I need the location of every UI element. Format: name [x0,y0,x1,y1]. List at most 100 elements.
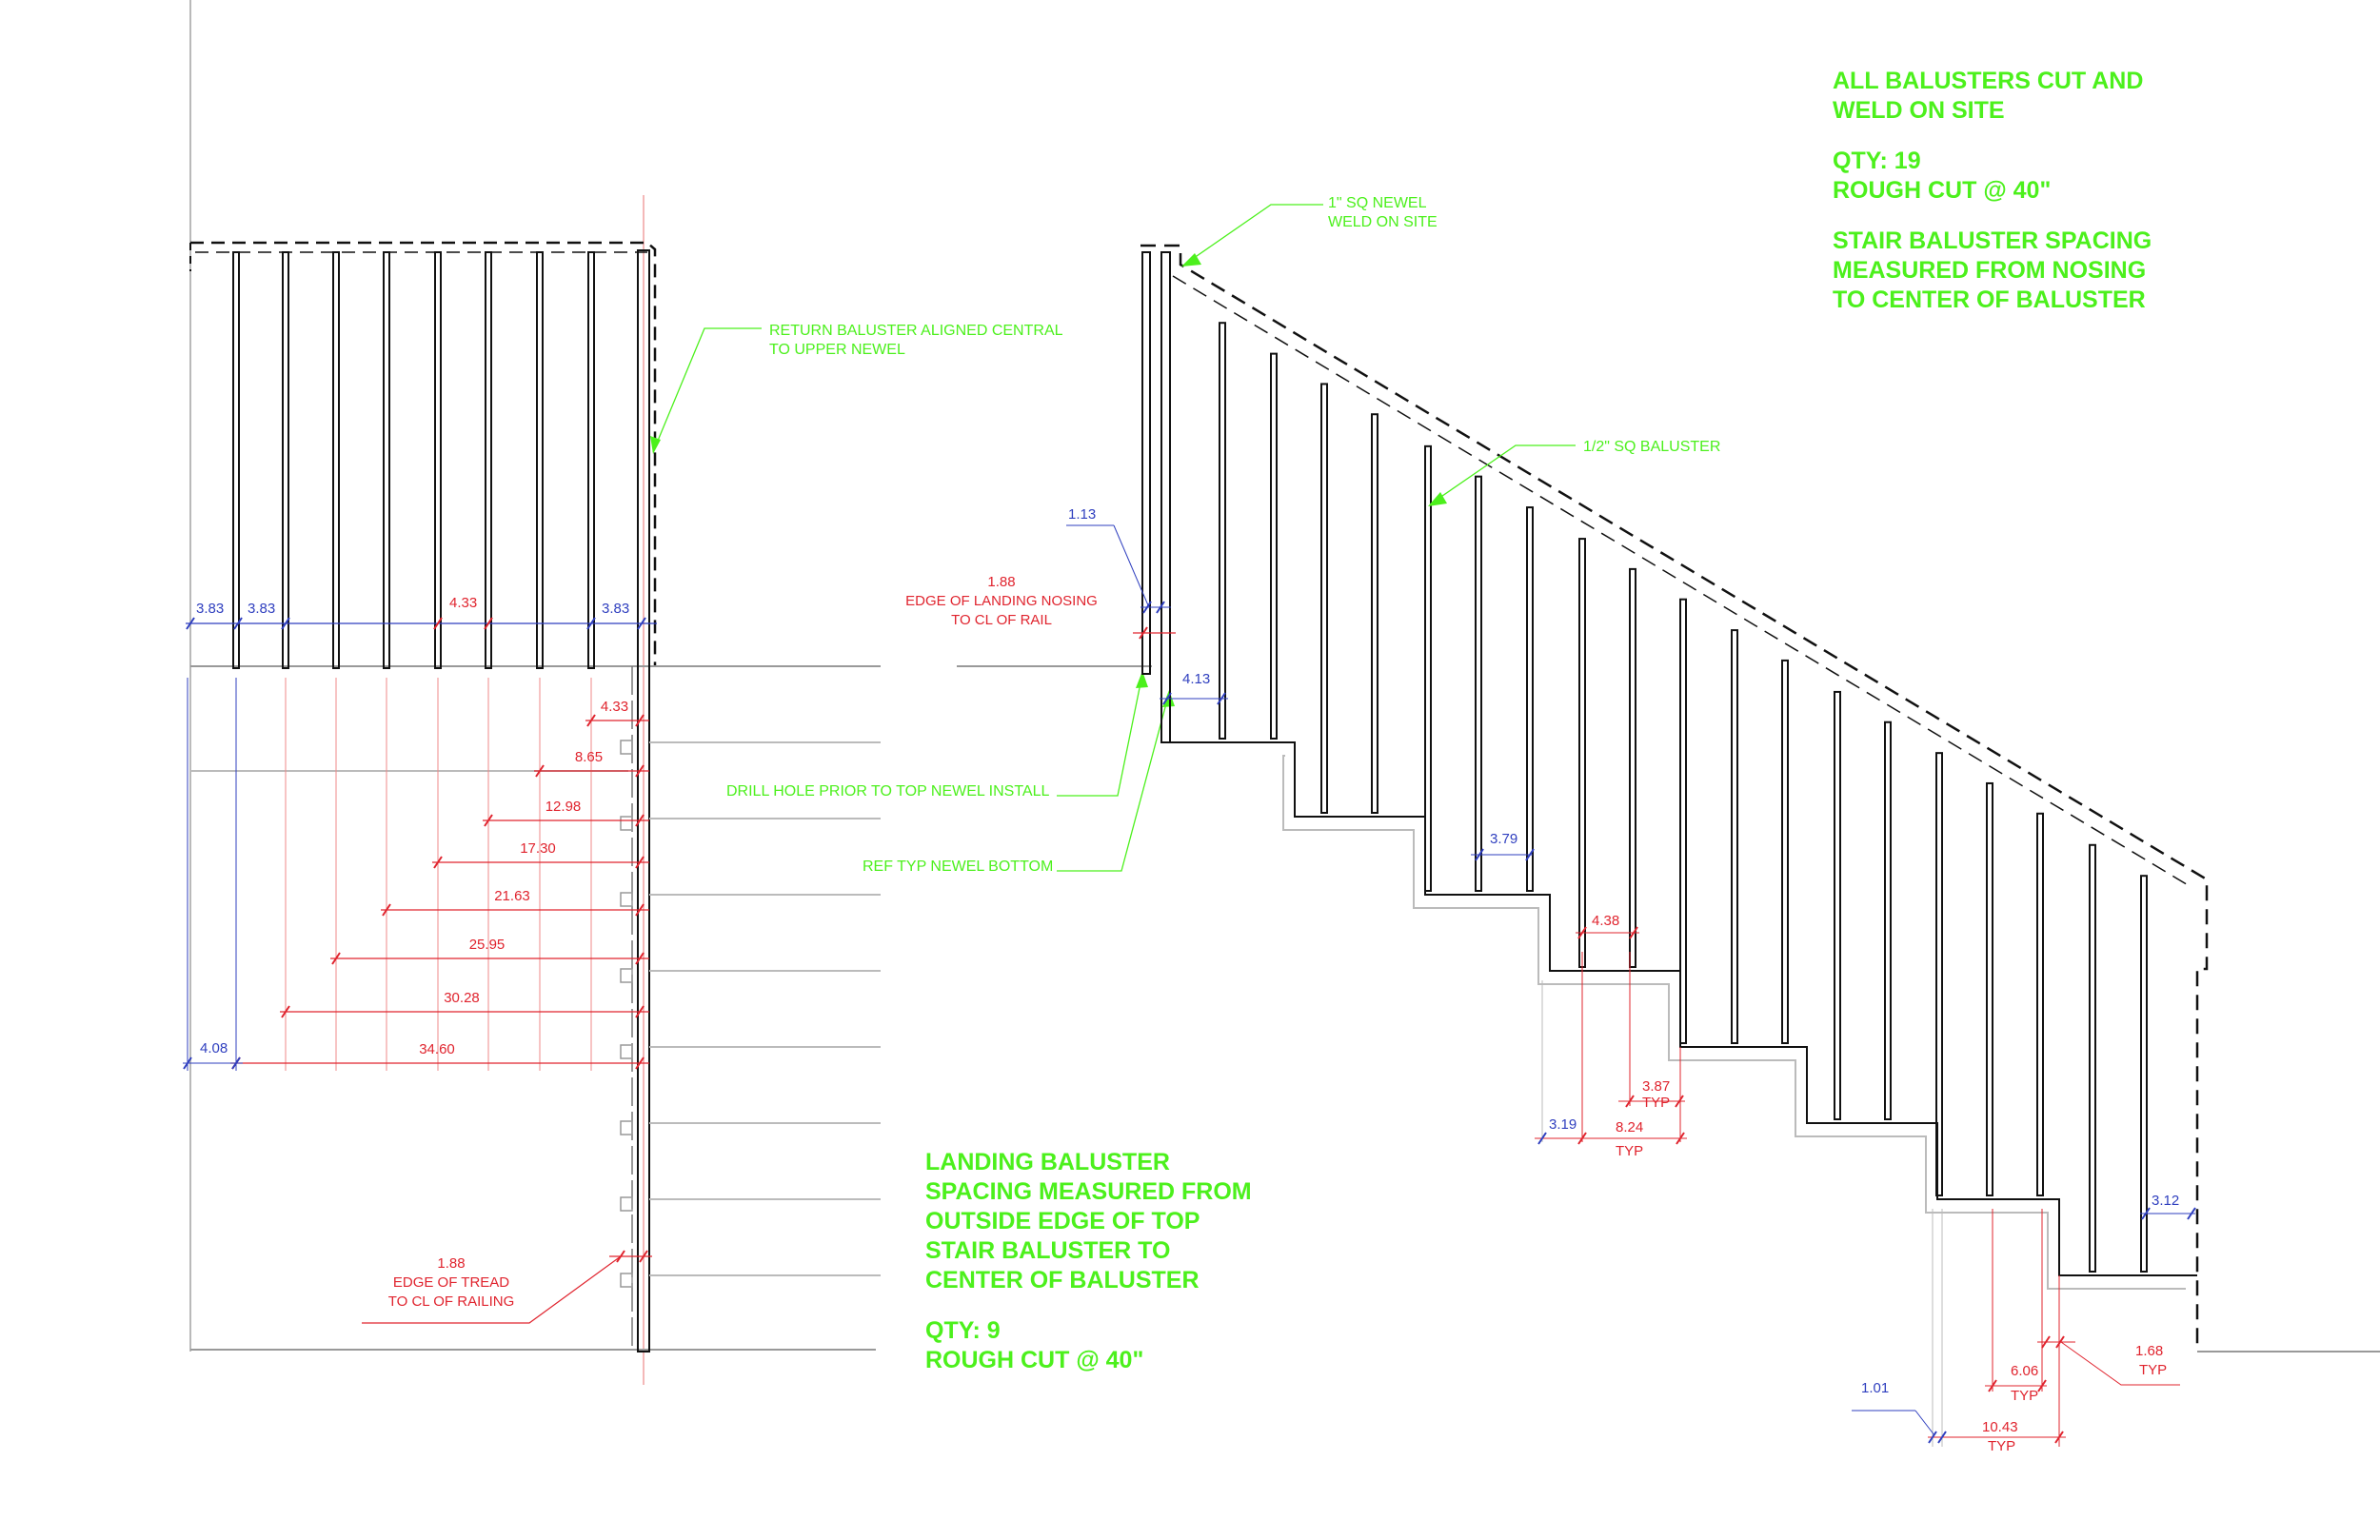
dim-tick [1675,1095,1684,1108]
note-qty: QTY: 9 [925,1317,1001,1344]
stair-baluster [1320,383,1328,814]
dim-tick [1629,926,1638,939]
stair-baluster [1986,781,1993,1197]
newel-offset-dimension: 1.13 [1066,506,1171,614]
dim-tick [1988,1379,1997,1392]
landing-baluster [587,251,595,669]
tread-stubs [620,740,881,1288]
dim-label: 4.13 [1182,671,1210,687]
dim-tick [586,714,596,727]
dim-label: 17.30 [520,840,556,857]
landing-baluster [282,251,289,669]
dim-tick [2041,1335,2051,1349]
dim-label: 4.33 [601,699,628,715]
dim-tick [535,764,545,778]
note-line: OUTSIDE EDGE OF TOP [925,1208,1200,1234]
dim-tick [635,714,645,727]
landing-side-dimension: 4.08 [183,678,243,1071]
dim-label: 1.68 [2135,1343,2163,1359]
dim-label: TO CL OF RAILING [388,1293,515,1310]
landing-newel-post [637,249,650,1352]
note-line: STAIR BALUSTER TO [925,1237,1171,1264]
dim-label: 3.83 [196,601,224,617]
dim-tick [1577,1132,1587,1145]
dim-tick [635,764,645,778]
callout-text: REF TYP NEWEL BOTTOM [863,859,1053,875]
stair-baluster [1679,598,1687,1044]
dim-tick [1156,601,1165,614]
dim-label: 12.98 [545,799,582,815]
stair-baluster [1475,475,1482,892]
tread-nosing [620,1196,633,1212]
dim-label: 6.06 [2011,1363,2038,1379]
dim-tick [635,952,645,965]
dim-label: 21.63 [494,888,530,904]
tread-nosing [620,1120,633,1135]
dim-tick [484,814,493,827]
stair-baluster-notes: ALL BALUSTERS CUT AND WELD ON SITE QTY: … [1833,67,2152,315]
dim-tick [382,903,391,917]
stair-elevation: 1" SQ NEWEL WELD ON SITE 1/2" SQ BALUSTE… [905,195,2380,1454]
dim-tick [2187,1207,2196,1220]
callout-text: 1" SQ NEWEL [1328,195,1427,211]
stair-tread-underside [1282,755,2186,1290]
dim-label: 3.79 [1490,831,1517,847]
stair-bottom-right-dimension: 3.12 [2140,1193,2196,1220]
stair-baluster [1219,322,1226,740]
dim-label: 1.88 [437,1255,465,1272]
dim-tick [635,903,645,917]
dim-label: EDGE OF LANDING NOSING [905,593,1098,609]
stair-baluster [1526,506,1534,893]
dim-label: 3.87 [1642,1078,1670,1095]
dim-label: 3.83 [602,601,629,617]
dim-label: 4.08 [200,1040,228,1056]
dim-leader [1914,1410,1935,1436]
note-line: TO CENTER OF BALUSTER [1833,286,2146,313]
dim-label: 34.60 [419,1041,455,1057]
dim-leader [1113,524,1149,606]
stair-spacing-b-dimension: 4.38 [1576,913,1639,939]
tread-edge-dimension: 1.88 EDGE OF TREAD TO CL OF RAILING [362,1250,652,1324]
dim-tick [1928,1431,1937,1444]
landing-baluster-notes: LANDING BALUSTER SPACING MEASURED FROM O… [925,1148,1252,1375]
note-line: CENTER OF BALUSTER [925,1267,1200,1293]
dim-label: TYP [1642,1095,1670,1111]
dim-label: TO CL OF RAIL [951,612,1052,628]
tread-nosing [620,1273,633,1288]
dim-tick [586,617,596,630]
dim-tick [331,952,341,965]
note-line: LANDING BALUSTER [925,1149,1170,1175]
dim-label: 30.28 [444,990,480,1006]
return-baluster-callout: RETURN BALUSTER ALIGNED CENTRAL TO UPPER… [650,323,1063,454]
sq-newel-callout: 1" SQ NEWEL WELD ON SITE [1181,195,1438,267]
stair-balusters [1219,322,2148,1273]
dim-tick [484,617,493,630]
dim-tick [635,856,645,869]
dim-tick [2054,1431,2064,1444]
stair-baluster [1935,752,1943,1196]
sloped-top-rail [1140,244,2209,1352]
landing-top-dimensions: 3.83 3.83 4.33 3.83 [186,595,657,630]
dim-label: 8.24 [1616,1119,1643,1135]
dim-tick [1537,1132,1547,1145]
dim-tick [635,814,645,827]
note-line: MEASURED FROM NOSING [1833,257,2147,284]
landing-nosing-dimension: 1.88 EDGE OF LANDING NOSING TO CL OF RAI… [905,574,1176,640]
ref-newel-callout: REF TYP NEWEL BOTTOM [863,690,1175,875]
dim-tick [1142,601,1152,614]
dim-tick [1525,848,1535,861]
stair-baluster [1781,659,1789,1044]
stair-baluster [1270,352,1278,740]
dim-label: 3.19 [1549,1116,1577,1133]
stair-baluster [1731,629,1738,1044]
dim-tick [433,617,443,630]
dim-label: TYP [2011,1388,2038,1404]
dim-label: TYP [1616,1143,1643,1159]
leader-arrowhead [1136,671,1148,688]
leader-arrowhead [1181,253,1201,267]
stair-baluster [1371,413,1378,814]
stair-baluster [2140,875,2148,1273]
upper-newel-right [1160,251,1171,743]
